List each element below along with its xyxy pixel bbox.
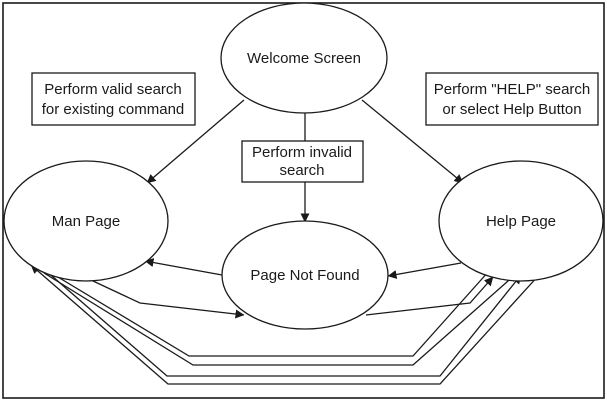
edge-not-found-to-help — [365, 276, 494, 316]
label-invalid-search-line-1: Perform invalid — [252, 144, 352, 161]
edge-man-to-help-outer — [36, 262, 522, 377]
edges — [30, 99, 550, 385]
label-help-search-line-2: or select Help Button — [442, 101, 581, 118]
edge-help-to-man-inner — [32, 261, 490, 357]
node-welcome-screen-label: Welcome Screen — [247, 50, 361, 67]
node-page-not-found-label: Page Not Found — [250, 267, 359, 284]
label-invalid-search: Perform invalid search — [241, 140, 364, 183]
label-help-search-line-1: Perform "HELP" search — [434, 81, 591, 98]
edge-man-to-help-inner — [43, 272, 518, 366]
edge-welcome-to-man — [146, 99, 245, 184]
node-man-page: Man Page — [3, 160, 169, 282]
edge-welcome-to-help — [361, 99, 464, 184]
node-welcome-screen: Welcome Screen — [220, 2, 388, 114]
node-page-not-found: Page Not Found — [221, 220, 389, 330]
label-valid-search-line-1: Perform valid search — [44, 81, 182, 98]
edge-man-to-not-found — [92, 280, 245, 319]
edge-help-to-man-outer — [30, 263, 550, 385]
label-valid-search-line-2: for existing command — [42, 101, 185, 118]
label-invalid-search-line-2: search — [279, 162, 324, 179]
label-help-search: Perform "HELP" search or select Help But… — [425, 72, 599, 126]
node-help-page: Help Page — [438, 160, 604, 282]
edge-help-to-not-found — [387, 262, 462, 279]
label-valid-search: Perform valid search for existing comman… — [31, 72, 196, 126]
node-help-page-label: Help Page — [486, 213, 556, 230]
node-man-page-label: Man Page — [52, 213, 120, 230]
edge-not-found-to-man — [144, 258, 223, 276]
